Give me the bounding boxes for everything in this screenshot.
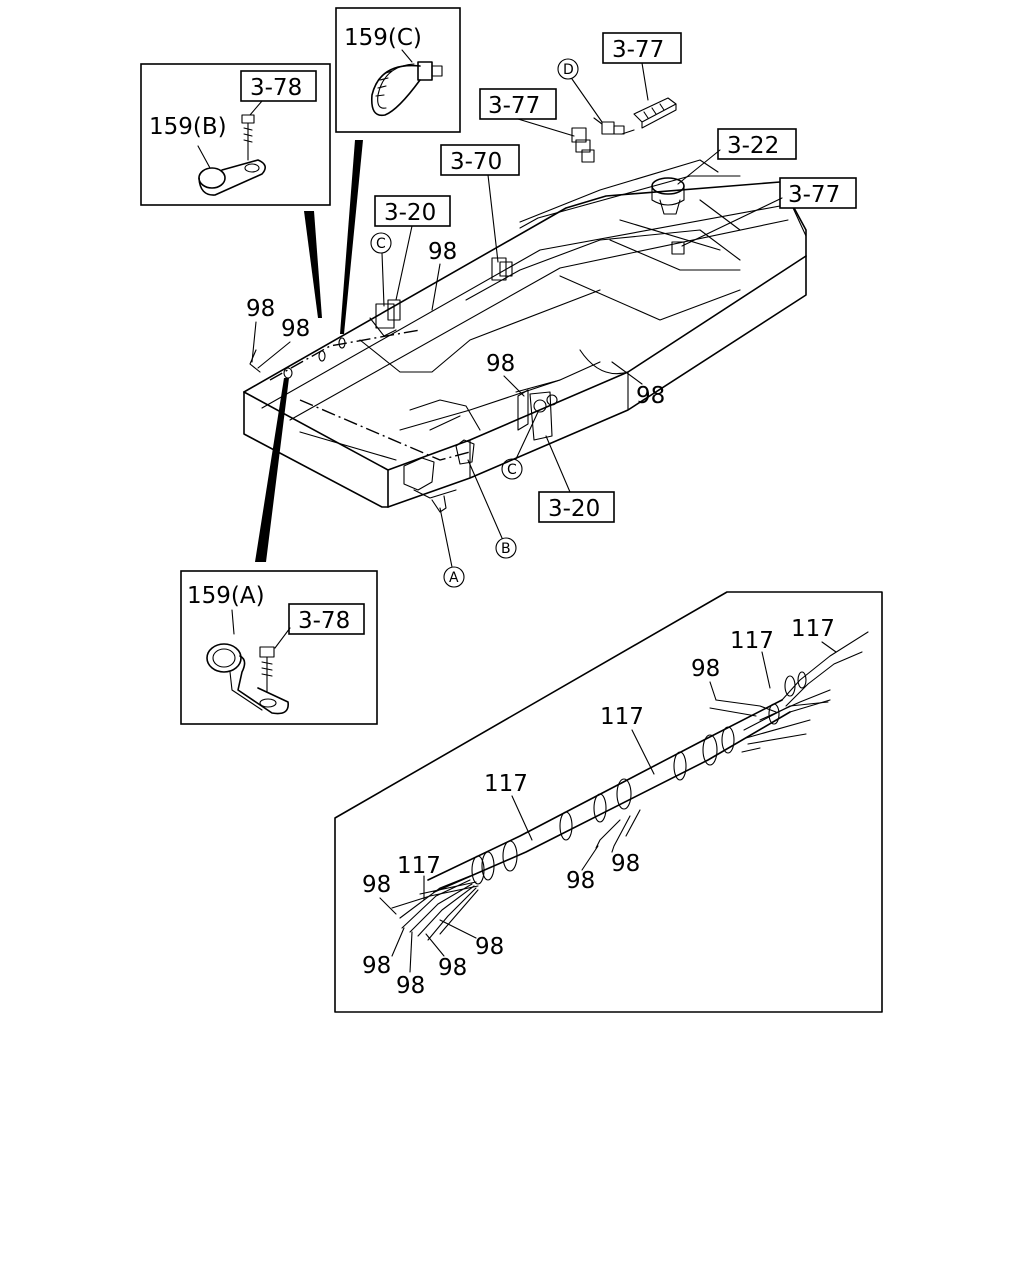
harness-label-117-e: 117 bbox=[397, 853, 441, 879]
ref-box-3-77-right[interactable] bbox=[779, 177, 857, 209]
ref-box-3-78-a[interactable] bbox=[288, 603, 365, 635]
ref-box-3-78-b[interactable] bbox=[240, 70, 317, 102]
harness-label-98-7: 98 bbox=[362, 953, 391, 979]
leader-wedge-c bbox=[340, 140, 363, 334]
ref-label-3-22: 3-22 bbox=[727, 133, 779, 159]
part-label-159c: 159(C) bbox=[344, 25, 422, 51]
part-label-159a: 159(A) bbox=[187, 583, 265, 609]
ref-box-3-20-top[interactable] bbox=[374, 195, 451, 227]
harness-detail-panel: 117 117 117 117 117 98 98 98 98 98 98 98… bbox=[334, 591, 883, 1013]
part-label-159b: 159(B) bbox=[149, 114, 227, 140]
ref-label-3-77-left: 3-77 bbox=[488, 93, 540, 119]
harness-label-117-c: 117 bbox=[600, 704, 644, 730]
part-label-98-e: 98 bbox=[636, 383, 665, 409]
ref-label-3-77-right: 3-77 bbox=[788, 182, 840, 208]
part-label-98-a: 98 bbox=[428, 239, 457, 265]
harness-label-98-4: 98 bbox=[362, 872, 391, 898]
leader-wedge-a bbox=[255, 378, 289, 562]
leader-wedge-b bbox=[304, 211, 322, 318]
ref-label-3-78-a: 3-78 bbox=[298, 608, 350, 634]
detail-box-159b: 3-78 159(B) bbox=[140, 63, 331, 206]
detail-box-159a: 159(A) 3-78 bbox=[180, 570, 378, 725]
marker-c-bottom: C bbox=[507, 462, 517, 478]
top-callouts: 3-77 3-77 3-70 3-22 3-77 3-20 3-20 98 98… bbox=[246, 32, 857, 588]
harness-label-117-b: 117 bbox=[791, 616, 835, 642]
harness-label-98-3: 98 bbox=[611, 851, 640, 877]
part-label-98-d: 98 bbox=[486, 351, 515, 377]
harness-label-117-d: 117 bbox=[484, 771, 528, 797]
chassis-frame bbox=[243, 97, 807, 513]
harness-label-98-6: 98 bbox=[438, 955, 467, 981]
harness-label-117-a: 117 bbox=[730, 628, 774, 654]
harness-label-98-5: 98 bbox=[475, 934, 504, 960]
ref-label-3-20-top: 3-20 bbox=[384, 200, 436, 226]
harness-label-98-8: 98 bbox=[396, 973, 425, 999]
harness-label-98-2: 98 bbox=[566, 868, 595, 894]
marker-c-top: C bbox=[376, 236, 386, 252]
ref-label-3-70: 3-70 bbox=[450, 149, 502, 175]
ref-box-3-22[interactable] bbox=[717, 128, 797, 160]
ref-box-3-70[interactable] bbox=[440, 144, 520, 176]
marker-b: B bbox=[501, 541, 511, 557]
part-label-98-b: 98 bbox=[246, 296, 275, 322]
ref-label-3-77-top: 3-77 bbox=[612, 37, 664, 63]
ref-box-3-20-bottom[interactable] bbox=[538, 491, 615, 523]
harness-label-98-1: 98 bbox=[691, 656, 720, 682]
detail-box-159c: 159(C) bbox=[335, 7, 461, 133]
part-label-98-c: 98 bbox=[281, 316, 310, 342]
marker-a: A bbox=[449, 570, 459, 586]
marker-d: D bbox=[563, 62, 574, 78]
ref-label-3-78-b: 3-78 bbox=[250, 75, 302, 101]
ref-label-3-20-bottom: 3-20 bbox=[548, 496, 600, 522]
